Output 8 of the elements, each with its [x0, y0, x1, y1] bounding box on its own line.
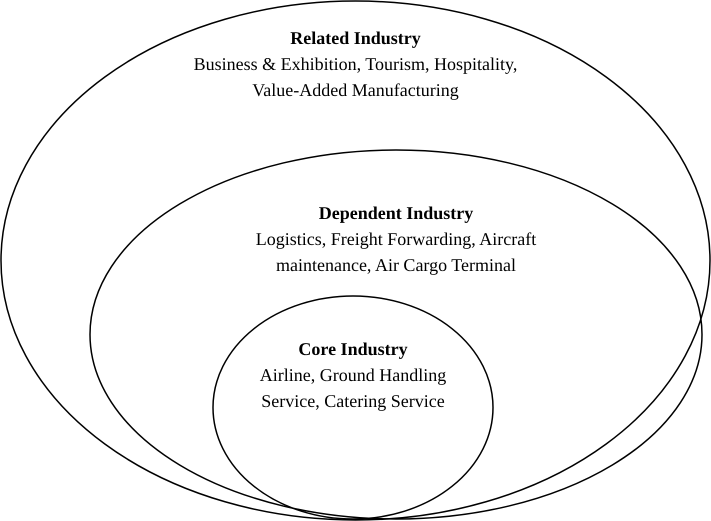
- region-heading: Related Industry: [290, 27, 421, 50]
- ellipse-region: [90, 150, 702, 519]
- ellipse-region: [213, 296, 493, 519]
- region-heading: Core Industry: [298, 338, 408, 361]
- region-description: Business & Exhibition, Tourism, Hospitality, Value-Added Manufacturing: [192, 53, 518, 102]
- region-heading: Dependent Industry: [318, 202, 474, 225]
- region-description: Logistics, Freight Forwarding, Aircraft maintenance, Air Cargo Terminal: [254, 228, 538, 277]
- region-description: Airline, Ground Handling Service, Catering Service: [258, 364, 448, 413]
